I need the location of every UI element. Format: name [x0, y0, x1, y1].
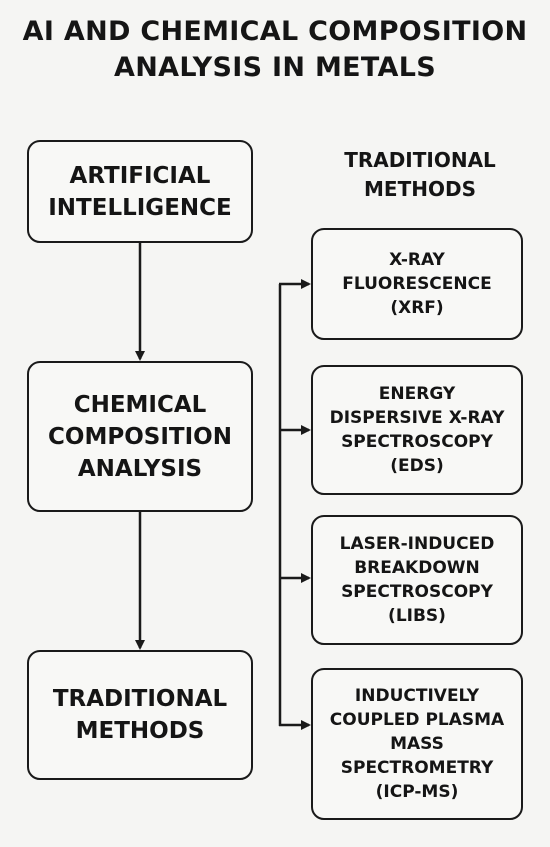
box-icpms-line-2: COUPLED PLASMA [329, 710, 505, 730]
box-xrf-line-1: X-RAY [389, 250, 445, 270]
heading-line-2: METHODS [364, 177, 476, 201]
box-icpms-line-1: INDUCTIVELY [354, 686, 480, 706]
box-icpms-line-4: SPECTROMETRY [340, 758, 494, 778]
box-cca-line-1: CHEMICAL [73, 391, 207, 418]
box-eds-line-1: ENERGY [378, 384, 456, 404]
box-cca-line-2: COMPOSITION [48, 423, 232, 450]
box-eds: ENERGY DISPERSIVE X-RAY SPECTROSCOPY (ED… [311, 365, 523, 495]
box-tm-line-2: METHODS [75, 718, 205, 744]
box-ai-line-1: ARTIFICIAL [69, 162, 211, 189]
box-eds-line-2: DISPERSIVE X-RAY [329, 408, 505, 428]
box-libs-line-3: SPECTROSCOPY [341, 582, 493, 602]
box-libs: LASER-INDUCED BREAKDOWN SPECTROSCOPY (LI… [311, 515, 523, 645]
box-xrf-line-2: FLUORESCENCE [342, 274, 492, 294]
title-line-1: AI AND CHEMICAL COMPOSITION [22, 16, 528, 47]
box-traditional-methods: TRADITIONAL METHODS [27, 650, 253, 780]
box-cca-line-3: ANALYSIS [77, 455, 203, 482]
box-chemical-composition-analysis: CHEMICAL COMPOSITION ANALYSIS [27, 361, 253, 512]
box-icpms-line-3: MASS [390, 734, 444, 754]
box-eds-line-3: SPECTROSCOPY [341, 432, 493, 452]
box-libs-line-2: BREAKDOWN [354, 558, 480, 578]
box-ai-line-2: INTELLIGENCE [48, 194, 232, 221]
box-xrf-line-3: (XRF) [390, 298, 444, 318]
box-icpms-line-5: (ICP-MS) [375, 782, 459, 802]
box-libs-line-4: (LIBS) [388, 606, 446, 626]
diagram-title: AI AND CHEMICAL COMPOSITION ANALYSIS IN … [0, 14, 550, 86]
box-libs-line-1: LASER-INDUCED [339, 534, 495, 554]
box-artificial-intelligence: ARTIFICIAL INTELLIGENCE [27, 140, 253, 243]
box-xrf: X-RAY FLUORESCENCE (XRF) [311, 228, 523, 340]
title-line-2: ANALYSIS IN METALS [114, 52, 436, 83]
box-icp-ms: INDUCTIVELY COUPLED PLASMA MASS SPECTROM… [311, 668, 523, 820]
box-eds-line-4: (EDS) [390, 456, 444, 476]
box-tm-line-1: TRADITIONAL [52, 686, 228, 712]
traditional-methods-heading: TRADITIONAL METHODS [322, 146, 518, 204]
heading-line-1: TRADITIONAL [344, 148, 496, 172]
